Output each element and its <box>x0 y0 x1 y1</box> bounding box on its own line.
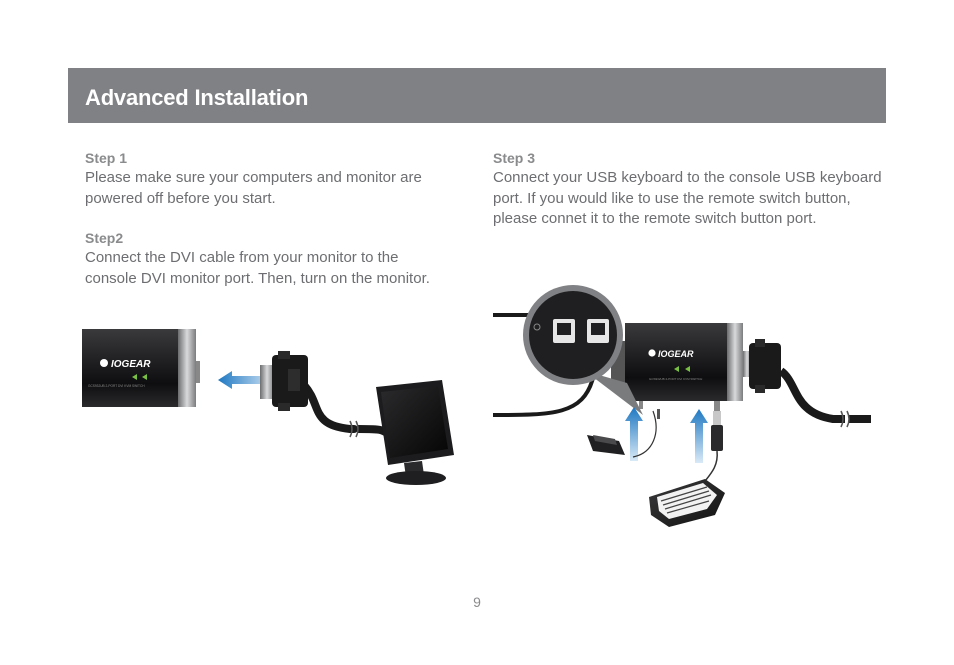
step-title: Step 3 <box>493 150 536 166</box>
step3-illustration: IOGEAR GCS932UB 2-PORT DVI KVM SWITCH <box>492 283 883 533</box>
kvm-switch-icon: IOGEAR GCS932UB 2-PORT DVI KVM SWITCH <box>82 329 200 407</box>
dvi-connector-icon <box>743 339 871 428</box>
device-label: GCS932UB 2-PORT DVI KVM SWITCH <box>649 377 702 381</box>
device-label: GCS932UB 2-PORT DVI KVM SWITCH <box>88 384 145 388</box>
step-2: Step2 Connect the DVI cable from your mo… <box>85 228 445 289</box>
arrow-up-icon <box>690 409 708 463</box>
arrow-left-icon <box>218 371 272 389</box>
step2-illustration: IOGEAR GCS932UB 2-PORT DVI KVM SWITCH <box>82 325 462 490</box>
step-title: Step2 <box>85 230 124 246</box>
step-title: Step 1 <box>85 150 128 166</box>
arrow-up-icon <box>625 407 643 461</box>
step3-illustration-svg: IOGEAR GCS932UB 2-PORT DVI KVM SWITCH <box>492 285 871 527</box>
header-bar: Advanced Installation <box>68 68 886 123</box>
page-number: 9 <box>473 594 481 610</box>
step-body: Please make sure your computers and moni… <box>85 169 422 207</box>
keyboard-icon <box>649 411 725 527</box>
step2-illustration-svg: IOGEAR GCS932UB 2-PORT DVI KVM SWITCH <box>82 329 454 485</box>
step-body: Connect your USB keyboard to the console… <box>493 169 882 227</box>
dvi-connector-icon <box>260 351 395 441</box>
iogear-logo: IOGEAR <box>100 359 151 370</box>
led-icon <box>674 366 679 372</box>
step-1: Step 1 Please make sure your computers a… <box>85 148 465 209</box>
led-icon <box>685 366 690 372</box>
step-body: Connect the DVI cable from your monitor … <box>85 249 430 287</box>
remote-switch-icon <box>587 409 660 458</box>
led-icon <box>142 374 147 380</box>
magnifier-icon <box>523 285 643 415</box>
led-icon <box>132 374 137 380</box>
monitor-icon <box>376 380 454 485</box>
page-title: Advanced Installation <box>85 85 309 110</box>
step-3: Step 3 Connect your USB keyboard to the … <box>493 148 883 230</box>
device-logo-text: IOGEAR <box>658 349 694 359</box>
device-logo-text: IOGEAR <box>111 359 151 370</box>
